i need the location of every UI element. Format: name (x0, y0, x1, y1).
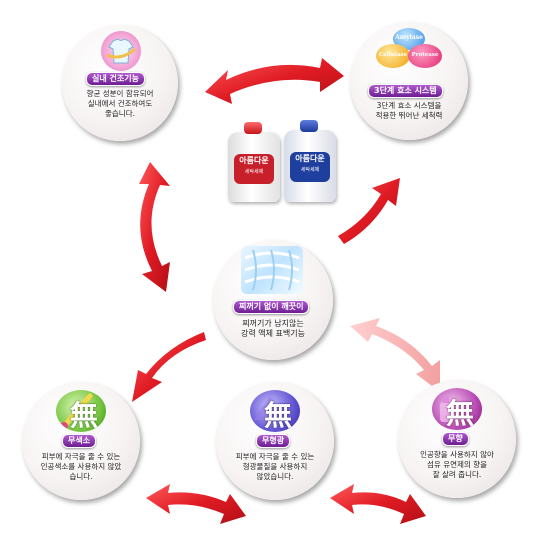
desc-line: 찌꺼기가 남지않는 (242, 319, 304, 328)
desc-line: 강력 액체 표백기능 (241, 329, 305, 338)
feature-description: 찌꺼기가 남지않는 강력 액체 표백기능 (223, 319, 323, 339)
feature-description: 인공향을 사용하지 않아 섬유 유연제의 향을 잘 살려 줍니다. (406, 450, 508, 480)
arrow-bottom-left (146, 484, 246, 524)
arrow-mid-left (132, 332, 206, 402)
feature-description: 피부에 자극을 줄 수 있는 인공색소를 사용하지 않았 습니다. (30, 452, 132, 482)
desc-line: 적용한 뛰어난 세척력 (375, 111, 443, 120)
feature-no-fragrance: 無 무향 인공향을 사용하지 않아 섬유 유연제의 향을 잘 살려 줍니다. (398, 380, 516, 498)
feature-label: 실내 건조기능 (86, 72, 145, 86)
feature-label: 무색소 (62, 434, 97, 448)
desc-line: 3단계 효소 시스템을 (376, 101, 442, 110)
desc-line: 않았습니다. (256, 472, 294, 481)
arrow-right (338, 178, 400, 244)
no-mark: 無 (264, 399, 293, 432)
bottle-label: 아름다운 세탁세제 (234, 154, 274, 184)
bottle-sub: 세탁세제 (244, 169, 264, 175)
feature-residue-free: 찌꺼기 없이 깨끗이 찌꺼기가 남지않는 강력 액체 표백기능 (213, 240, 333, 360)
no-mark: 無 (446, 397, 475, 430)
bottle-white: 아름다운 세탁세제 (228, 122, 280, 202)
bottle-cap (244, 122, 262, 134)
bottle-sub: 세탁세제 (300, 167, 320, 173)
feature-no-fluorescent: 無 무형광 피부에 자극을 줄 수 있는 형광물질을 사용하지 않았습니다. (216, 382, 334, 500)
enzyme-icon: Amylase Cellulase Protease (376, 28, 442, 78)
feature-description: 피부에 자극을 줄 수 있는 형광물질을 사용하지 않았습니다. (224, 452, 326, 482)
feature-enzyme-system: Amylase Cellulase Protease 3단계 효소 시스템 3단… (350, 22, 468, 140)
fluorescent-icon: 無 (250, 390, 300, 432)
desc-line: 실내에서 건조하여도 (87, 99, 153, 108)
desc-line: 형광물질을 사용하지 (242, 462, 308, 471)
desc-line: 섬유 유연제의 향을 (427, 460, 487, 469)
desc-line: 잘 살려 줍니다. (432, 470, 482, 479)
enzyme-bubble-protease (408, 44, 442, 68)
arrow-top (205, 58, 344, 104)
feature-label: 무향 (442, 432, 469, 446)
bottle-brand: 아름다운 (239, 156, 269, 165)
desc-line: 피부에 자극을 줄 수 있는 (41, 452, 121, 461)
desc-line: 인공색소를 사용하지 않았 (40, 462, 122, 471)
no-mark: 無 (70, 399, 99, 432)
feature-indoor-drying: 실내 건조기능 향균 성분이 함유되어 실내에서 건조하여도 좋습니다. (62, 25, 178, 141)
arrow-bottom-right (330, 484, 426, 524)
feature-label: 무형광 (256, 434, 291, 448)
desc-line: 향균 성분이 함유되어 (86, 89, 154, 98)
enzyme-name: Amylase (395, 34, 423, 41)
shirt-icon (101, 31, 141, 71)
feature-description: 3단계 효소 시스템을 적용한 뛰어난 세척력 (359, 101, 459, 121)
fabric-icon (241, 246, 303, 294)
bottle-brand: 아름다운 (295, 154, 325, 163)
feature-label: 찌꺼기 없이 깨끗이 (233, 300, 310, 314)
feature-label: 3단계 효소 시스템 (368, 84, 443, 98)
enzyme-bubble-cellulase (376, 44, 410, 68)
bottle-blue: 아름다운 세탁세제 (284, 120, 336, 202)
fragrance-icon: 無 (432, 388, 482, 430)
desc-line: 인공향을 사용하지 않아 (420, 450, 494, 459)
bottle-label: 아름다운 세탁세제 (290, 152, 330, 182)
desc-line: 피부에 자극을 줄 수 있는 (235, 452, 315, 461)
colorant-icon: 無 (56, 390, 106, 432)
enzyme-name: Protease (411, 52, 439, 58)
product-bottles: 아름다운 세탁세제 아름다운 세탁세제 (222, 118, 340, 204)
enzyme-name: Cellulase (378, 52, 408, 58)
desc-line: 습니다. (69, 472, 93, 481)
feature-description: 향균 성분이 함유되어 실내에서 건조하여도 좋습니다. (70, 89, 170, 119)
desc-line: 좋습니다. (105, 109, 135, 118)
feature-no-colorant: 無 무색소 피부에 자극을 줄 수 있는 인공색소를 사용하지 않았 습니다. (22, 382, 140, 500)
arrow-mid-right (350, 318, 440, 392)
bottle-cap (300, 120, 318, 132)
arrow-left (139, 162, 170, 292)
